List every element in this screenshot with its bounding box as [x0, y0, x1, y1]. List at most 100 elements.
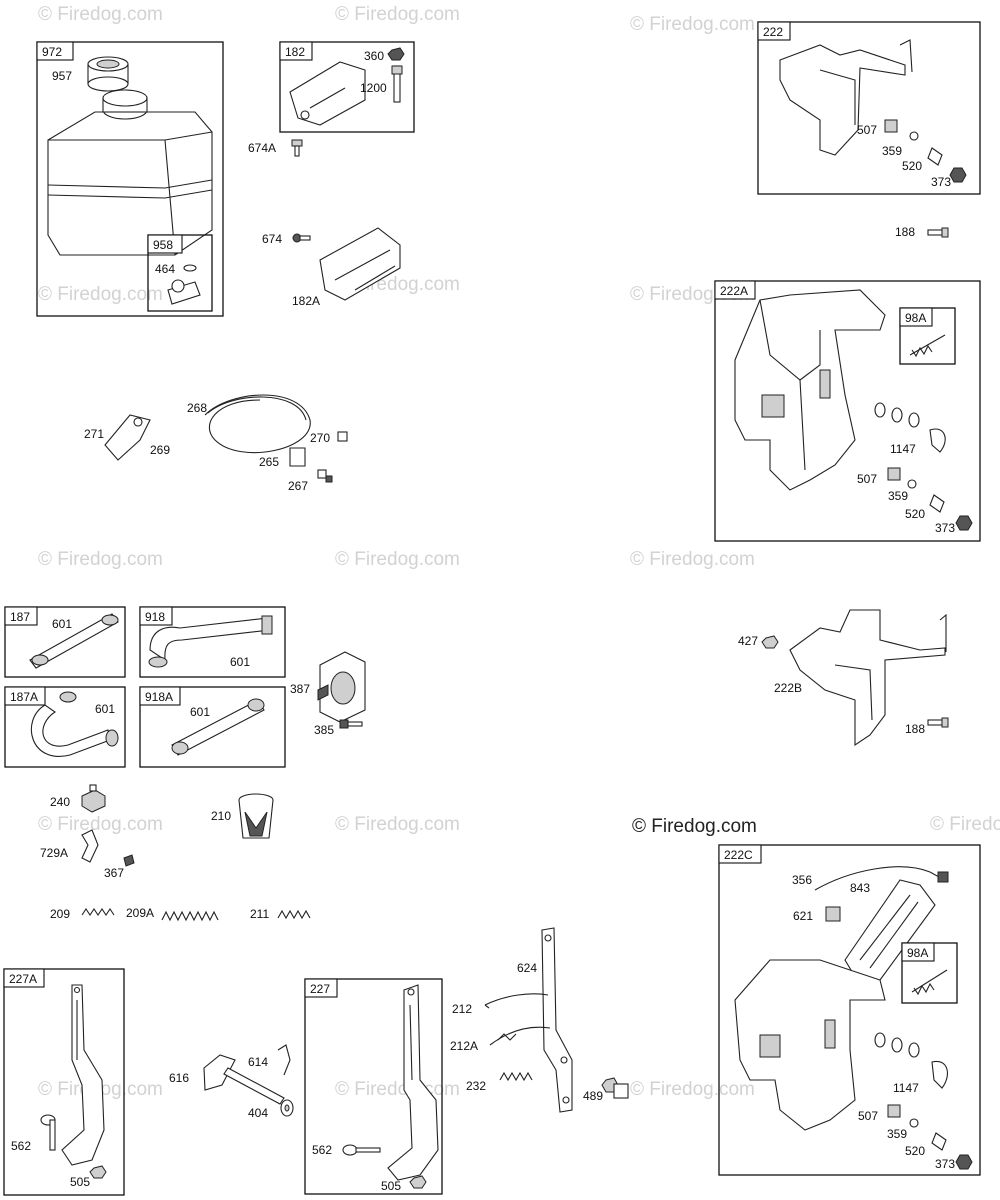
spring-98A-b — [911, 969, 948, 996]
box-918A: 918A — [139, 686, 286, 768]
watermark: © Firedog.com — [630, 1079, 755, 1100]
part-label-267: 267 — [288, 479, 308, 493]
screw-188 — [927, 227, 949, 238]
part-label-385: 385 — [314, 723, 334, 737]
part-label-222B: 222B — [774, 681, 802, 695]
fuel-cap — [87, 56, 129, 92]
part-label-489: 489 — [583, 1089, 603, 1103]
hardware-222C — [887, 1104, 973, 1170]
part-label-265: 265 — [259, 455, 279, 469]
lever-843 — [844, 879, 936, 986]
screw-367 — [123, 854, 135, 867]
lever-227A — [61, 984, 105, 1166]
box-222A: 222A — [714, 280, 981, 542]
pin-562a — [40, 1114, 56, 1151]
part-label-359: 359 — [887, 1127, 907, 1141]
part-label-505: 505 — [381, 1179, 401, 1193]
shaft-616 — [203, 1054, 285, 1105]
hardware-222A — [887, 467, 973, 531]
watermarks: © Firedog.com © Firedog.com © Firedog.co… — [38, 4, 1000, 1100]
part-label-367: 367 — [104, 866, 124, 880]
washers-222C — [874, 1032, 948, 1089]
watermark: © Firedog.com — [335, 549, 460, 570]
part-label-373: 373 — [931, 175, 951, 189]
part-label-188: 188 — [895, 225, 915, 239]
washer-404 — [280, 1099, 294, 1117]
filter-210 — [238, 793, 274, 839]
part-label-270: 270 — [310, 431, 330, 445]
part-label-269: 269 — [150, 443, 170, 457]
spring-232 — [499, 1071, 533, 1082]
watermark: © Firedog.com — [335, 4, 460, 25]
box-918: 918 — [139, 606, 286, 678]
screw-674 — [292, 233, 311, 243]
part-387 — [317, 651, 366, 723]
spring-211 — [277, 909, 311, 920]
box-tag-222: 222 — [763, 25, 783, 39]
hose-187A — [30, 691, 119, 757]
watermark: © Firedog.com — [630, 549, 755, 570]
part-label-507: 507 — [857, 472, 877, 486]
box-187A: 187A — [4, 686, 126, 768]
hose-918 — [148, 615, 273, 668]
main-watermark: © Firedog.com — [632, 816, 757, 837]
watermark: © Firedog.com — [38, 814, 163, 835]
spring-98A-a — [909, 334, 946, 358]
part-label-601: 601 — [52, 617, 72, 631]
box-tag-187A: 187A — [10, 690, 38, 704]
watermark: © Firedog.com — [38, 549, 163, 570]
box-tag-227A: 227A — [9, 972, 37, 986]
clip-621 — [825, 906, 841, 922]
part-label-520: 520 — [905, 507, 925, 521]
box-tag-918A: 918A — [145, 690, 173, 704]
lever-624 — [541, 927, 573, 1113]
pin-562b — [342, 1144, 381, 1156]
nut-360 — [387, 47, 405, 61]
spring-212 — [484, 993, 549, 1009]
part-label-404: 404 — [248, 1106, 268, 1120]
part-label-209A: 209A — [126, 906, 154, 920]
part-label-507: 507 — [858, 1109, 878, 1123]
part-label-505: 505 — [70, 1175, 90, 1189]
screw-267 — [317, 469, 333, 483]
part-240 — [81, 784, 106, 813]
screw-385 — [339, 719, 363, 729]
part-label-212: 212 — [452, 1002, 472, 1016]
part-label-507: 507 — [857, 123, 877, 137]
watermark: © Firedog.com — [630, 14, 755, 35]
part-label-373: 373 — [935, 1157, 955, 1171]
part-label-232: 232 — [466, 1079, 486, 1093]
part-label-601: 601 — [95, 702, 115, 716]
hose-918A — [171, 698, 265, 756]
bracket-222A — [734, 289, 886, 491]
part-label-359: 359 — [882, 144, 902, 158]
part-label-360: 360 — [364, 49, 384, 63]
part-label-616: 616 — [169, 1071, 189, 1085]
lever-227 — [387, 984, 439, 1181]
part-label-387: 387 — [290, 682, 310, 696]
part-label-1200: 1200 — [360, 81, 387, 95]
watermark: © Firedog.com — [335, 814, 460, 835]
screw-674A — [291, 139, 303, 157]
box-958: 958 — [147, 234, 213, 312]
part-label-373: 373 — [935, 521, 955, 535]
part-label-209: 209 — [50, 907, 70, 921]
box-tag-918: 918 — [145, 610, 165, 624]
bracket-222C — [734, 959, 886, 1131]
stud-1200 — [391, 65, 403, 103]
part-label-210: 210 — [211, 809, 231, 823]
clamp-271 — [104, 414, 151, 461]
box-98A-a: 98A — [899, 307, 956, 365]
box-182: 182 — [279, 41, 415, 133]
nut-505b — [409, 1175, 427, 1189]
part-label-427: 427 — [738, 634, 758, 648]
nut-427 — [761, 635, 779, 649]
part-label-843: 843 — [850, 881, 870, 895]
box-tag-222A: 222A — [720, 284, 748, 298]
part-label-674A: 674A — [248, 141, 276, 155]
box-98A-b: 98A — [901, 942, 958, 1004]
watermark: © Firedog.com — [38, 284, 163, 305]
part-label-464: 464 — [155, 262, 175, 276]
fuel-tank — [47, 89, 213, 256]
bracket-182 — [289, 61, 366, 126]
